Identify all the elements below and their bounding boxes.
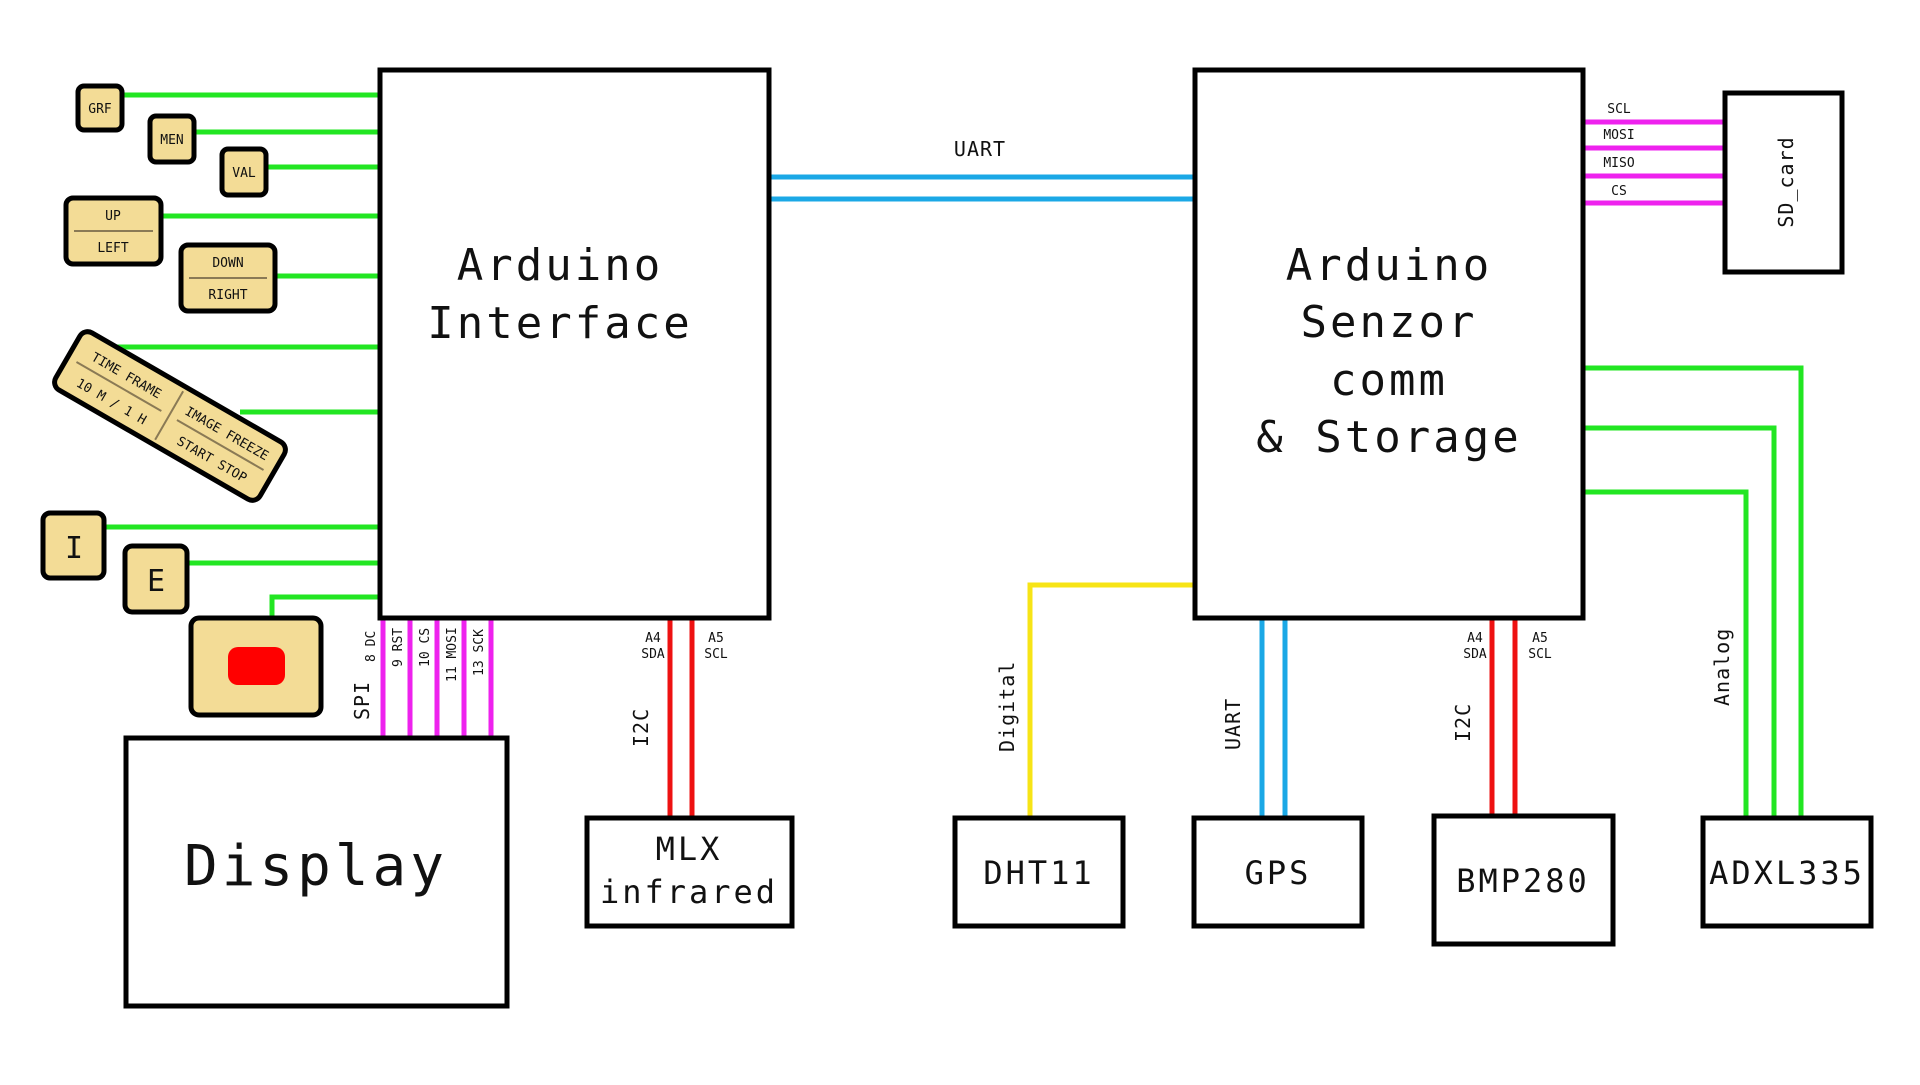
adxl335-block: ADXL335 (1700, 815, 1874, 929)
arduino-sensor-block: Arduino Senzor comm & Storage (1192, 67, 1586, 621)
i2c-mlx-label: I2C (629, 708, 653, 747)
down-label: DOWN (212, 256, 243, 271)
bmp-a4-label: A4 (1467, 631, 1483, 646)
down-right-button[interactable]: DOWN RIGHT (178, 242, 278, 314)
sensor-title-line1: Arduino (1286, 240, 1492, 291)
sd-card-block: SD_card (1722, 90, 1845, 275)
sensor-title-line4: & Storage (1256, 412, 1521, 463)
interface-title-line1: Arduino (457, 240, 663, 291)
analog-label: Analog (1710, 628, 1734, 706)
red-button-cap (228, 647, 285, 685)
sensor-title-line3: comm (1330, 355, 1448, 406)
wire-adxl-x (1583, 365, 1804, 818)
arduino-interface-block: Arduino Interface (377, 67, 772, 621)
mlx-a4-label: A4 (645, 631, 661, 646)
mlx-title-line2: infrared (600, 873, 778, 911)
val-button[interactable]: VAL (219, 146, 269, 198)
sd-pin-scl: SCL (1607, 102, 1631, 117)
wire-red-button (269, 594, 380, 617)
spi-label: SPI (350, 681, 374, 720)
gps-block: GPS (1191, 815, 1365, 929)
display-block: Display (123, 735, 510, 1009)
e-button[interactable]: E (122, 543, 190, 615)
mlx-sda-label: SDA (641, 647, 665, 662)
spi-wires (380, 618, 494, 740)
right-label: RIGHT (208, 288, 247, 303)
uart-main-label: UART (954, 137, 1006, 161)
spi-pin-mosi: 11 MOSI (445, 627, 460, 682)
sd-pin-miso: MISO (1603, 156, 1634, 171)
i2c-bmp-label: I2C (1451, 703, 1475, 742)
bmp280-block: BMP280 (1431, 813, 1616, 947)
wire-adxl-y (1583, 425, 1777, 818)
spi-pin-rst: 9 RST (391, 628, 406, 667)
wire-dht-digital (1027, 582, 1195, 818)
wire-adxl-z (1583, 489, 1749, 818)
val-label: VAL (232, 166, 256, 181)
button-wires (104, 92, 380, 617)
sd-wires (1583, 119, 1725, 206)
up-left-button[interactable]: UP LEFT (63, 195, 164, 267)
dht11-block: DHT11 (952, 815, 1126, 929)
sd-pin-cs: CS (1611, 184, 1627, 199)
mlx-block: MLX infrared (584, 815, 795, 929)
grf-button[interactable]: GRF (75, 83, 125, 133)
digital-label: Digital (995, 661, 1019, 752)
sd-pin-mosi: MOSI (1603, 128, 1634, 143)
bmp-scl-label: SCL (1528, 647, 1552, 662)
analog-wires (1583, 365, 1804, 818)
i2c-bmp-wires (1489, 620, 1518, 816)
adxl335-title: ADXL335 (1709, 854, 1865, 892)
time-frame-image-freeze-slider[interactable]: TIME FRAME 10 M / 1 H IMAGE FREEZE START… (51, 328, 288, 503)
uart-gps-label: UART (1221, 698, 1245, 750)
mlx-scl-label: SCL (704, 647, 728, 662)
bmp-a5-label: A5 (1532, 631, 1548, 646)
left-label: LEFT (97, 241, 128, 256)
men-button[interactable]: MEN (147, 113, 197, 165)
dht11-title: DHT11 (983, 854, 1094, 892)
i-label: I (65, 531, 83, 566)
bmp-sda-label: SDA (1463, 647, 1487, 662)
sd-card-title: SD_card (1774, 136, 1798, 227)
i2c-mlx-wires (667, 620, 695, 820)
mlx-a5-label: A5 (708, 631, 724, 646)
gps-title: GPS (1245, 854, 1312, 892)
spi-pin-dc: 8 DC (364, 631, 379, 662)
red-push-button[interactable] (188, 615, 324, 718)
grf-label: GRF (88, 102, 112, 117)
gps-uart-wires (1259, 620, 1288, 818)
spi-pin-sck: 13 SCK (472, 629, 487, 676)
bmp280-title: BMP280 (1456, 862, 1590, 900)
e-label: E (147, 564, 165, 599)
interface-title-line2: Interface (427, 298, 692, 349)
spi-pin-cs: 10 CS (418, 628, 433, 667)
display-title: Display (184, 834, 448, 899)
up-label: UP (105, 209, 121, 224)
men-label: MEN (160, 133, 183, 148)
mlx-title-line1: MLX (656, 830, 723, 868)
sensor-title-line2: Senzor (1301, 297, 1478, 348)
i-button[interactable]: I (40, 510, 107, 581)
uart-link (770, 174, 1195, 202)
